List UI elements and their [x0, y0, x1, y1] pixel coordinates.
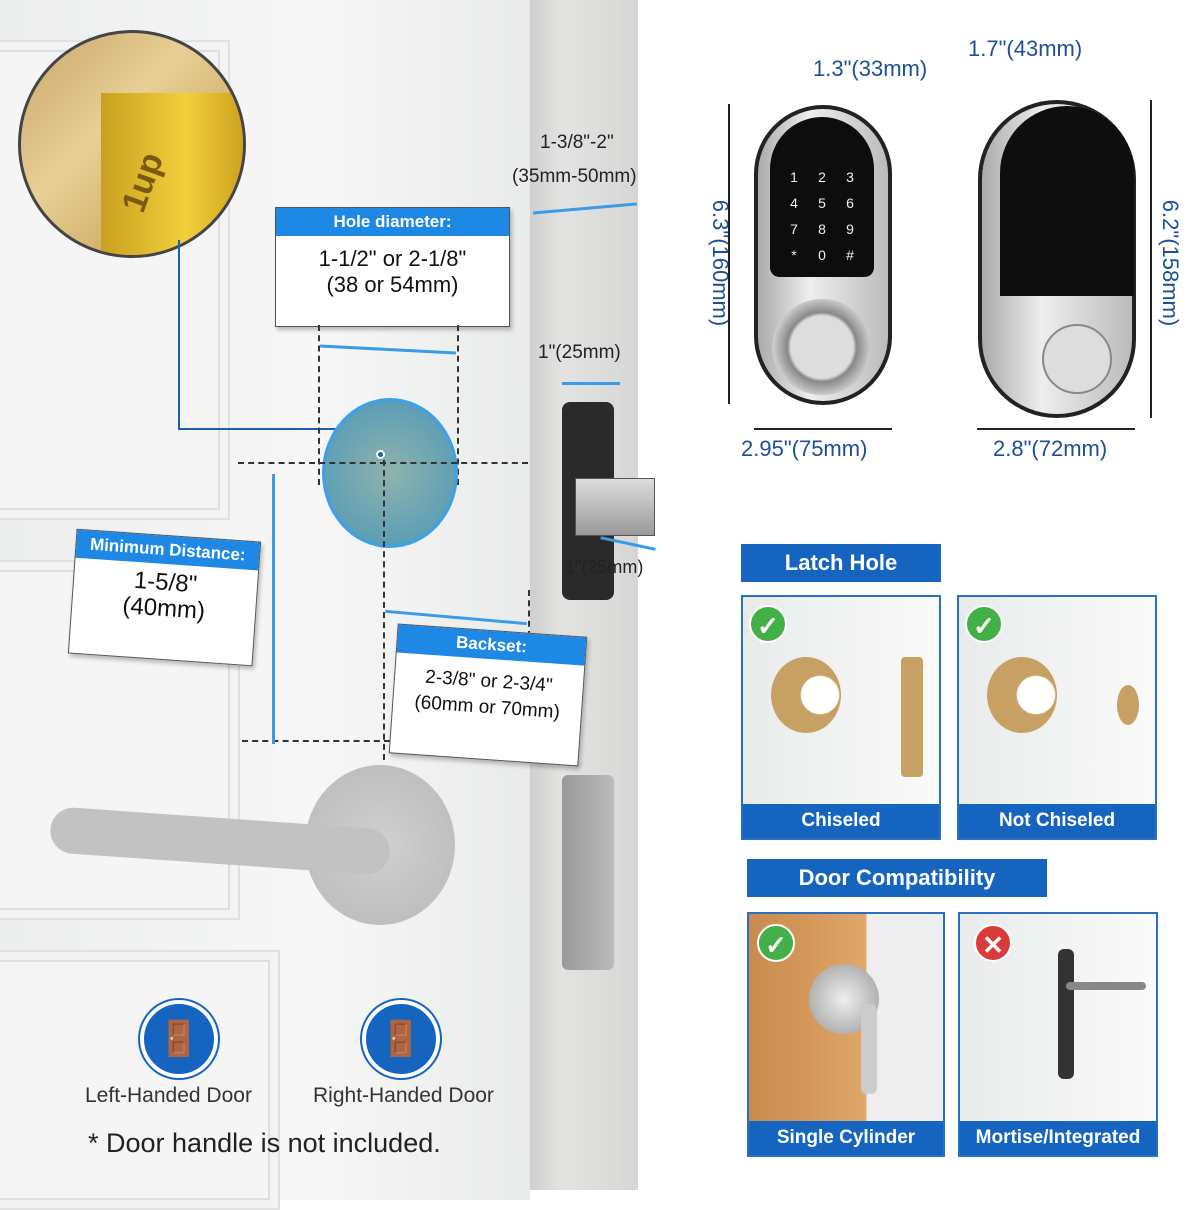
check-icon: ✓ — [965, 605, 1003, 643]
keypad-key: 7 — [790, 221, 798, 237]
mortise-plate — [1058, 949, 1074, 1079]
not-chiseled-label: Not Chiseled — [959, 804, 1155, 838]
bore-hole — [322, 398, 458, 548]
guide-line — [457, 325, 459, 485]
latch-hole-not-chiseled: ✓ Not Chiseled — [957, 595, 1157, 840]
cross-icon: ✕ — [974, 924, 1012, 962]
guide-line — [242, 740, 532, 742]
keypad-key: 0 — [818, 247, 826, 263]
backset-label: Backset: 2-3/8" or 2-3/4" (60mm or 70mm) — [388, 623, 588, 767]
latch-width-arrow — [562, 382, 620, 385]
minimum-distance-label: Minimum Distance: 1-5/8" (40mm) — [67, 528, 262, 667]
check-icon: ✓ — [757, 924, 795, 962]
strike-plate — [562, 775, 614, 970]
latch-bolt — [575, 478, 655, 536]
minimum-distance-arrow — [272, 474, 275, 744]
leader-line — [178, 240, 180, 430]
key-cylinder — [772, 299, 872, 395]
bore-hole — [771, 657, 841, 733]
front-depth: 1.3"(33mm) — [813, 56, 928, 81]
keypad-key: 6 — [846, 195, 854, 211]
keypad-key: 5 — [818, 195, 826, 211]
keypad-key: 9 — [846, 221, 854, 237]
key — [861, 1004, 877, 1094]
battery-cover — [1000, 106, 1134, 296]
back-width: 2.8"(72mm) — [993, 436, 1108, 461]
back-depth: 1.7"(43mm) — [968, 36, 1083, 61]
latch-hole-chiseled: ✓ Chiseled — [741, 595, 941, 840]
interior-lock — [978, 100, 1136, 418]
check-icon: ✓ — [749, 605, 787, 643]
height-arrow — [1150, 100, 1152, 418]
mortise-photo: ✕ Mortise/Integrated — [958, 912, 1158, 1157]
keypad: 1 2 3 4 5 6 7 8 9 * 0 # — [770, 117, 874, 277]
back-height: 6.2"(158mm) — [1158, 199, 1183, 327]
keypad-key: # — [846, 247, 854, 263]
door-panel — [0, 950, 280, 1210]
keypad-key: 8 — [818, 221, 826, 237]
exterior-keypad-lock: 1 2 3 4 5 6 7 8 9 * 0 # — [754, 105, 892, 405]
single-cylinder-label: Single Cylinder — [749, 1121, 943, 1155]
bore-hole — [987, 657, 1057, 733]
latch-hole-title: Latch Hole — [741, 544, 941, 582]
keypad-key: 1 — [790, 169, 798, 185]
keypad-key: * — [791, 247, 797, 263]
unchiseled-latch-hole — [1117, 685, 1139, 725]
guide-line — [318, 325, 320, 485]
mortise-label: Mortise/Integrated — [960, 1121, 1156, 1155]
latch-closeup: 1up — [18, 30, 246, 258]
keypad-key: 3 — [846, 169, 854, 185]
width-arrow — [754, 428, 892, 430]
thumb-turn — [1042, 324, 1112, 394]
left-handed-door-icon: 🚪 — [140, 1000, 218, 1078]
thickness-inches: 1-3/8"-2" — [540, 132, 614, 153]
hole-diameter-label: Hole diameter: 1-1/2" or 2-1/8" (38 or 5… — [275, 207, 510, 327]
mortise-lever — [1066, 982, 1146, 990]
front-width: 2.95"(75mm) — [741, 436, 868, 461]
right-handed-label: Right-Handed Door — [313, 1084, 494, 1107]
leader-line — [178, 428, 382, 430]
latch-width-top: 1"(25mm) — [538, 342, 621, 363]
keypad-key: 2 — [818, 169, 826, 185]
keypad-key: 4 — [790, 195, 798, 211]
hole-diameter-header: Hole diameter: — [276, 208, 509, 236]
hole-diameter-inches: 1-1/2" or 2-1/8" — [318, 246, 467, 271]
left-handed-label: Left-Handed Door — [85, 1084, 252, 1107]
height-arrow — [728, 104, 730, 404]
width-arrow — [977, 428, 1135, 430]
single-cylinder-photo: ✓ Single Cylinder — [747, 912, 945, 1157]
thickness-mm: (35mm-50mm) — [512, 166, 637, 187]
door-compatibility-title: Door Compatibility — [747, 859, 1047, 897]
chiseled-latch-hole — [901, 657, 923, 777]
note: * Door handle is not included. — [88, 1128, 441, 1158]
guide-line — [383, 460, 385, 760]
hole-diameter-mm: (38 or 54mm) — [326, 272, 459, 297]
right-handed-door-icon: 🚪 — [362, 1000, 440, 1078]
hole-center-dot — [376, 450, 385, 459]
latch-width-bottom: 1"(25mm) — [565, 557, 644, 577]
chiseled-label: Chiseled — [743, 804, 939, 838]
